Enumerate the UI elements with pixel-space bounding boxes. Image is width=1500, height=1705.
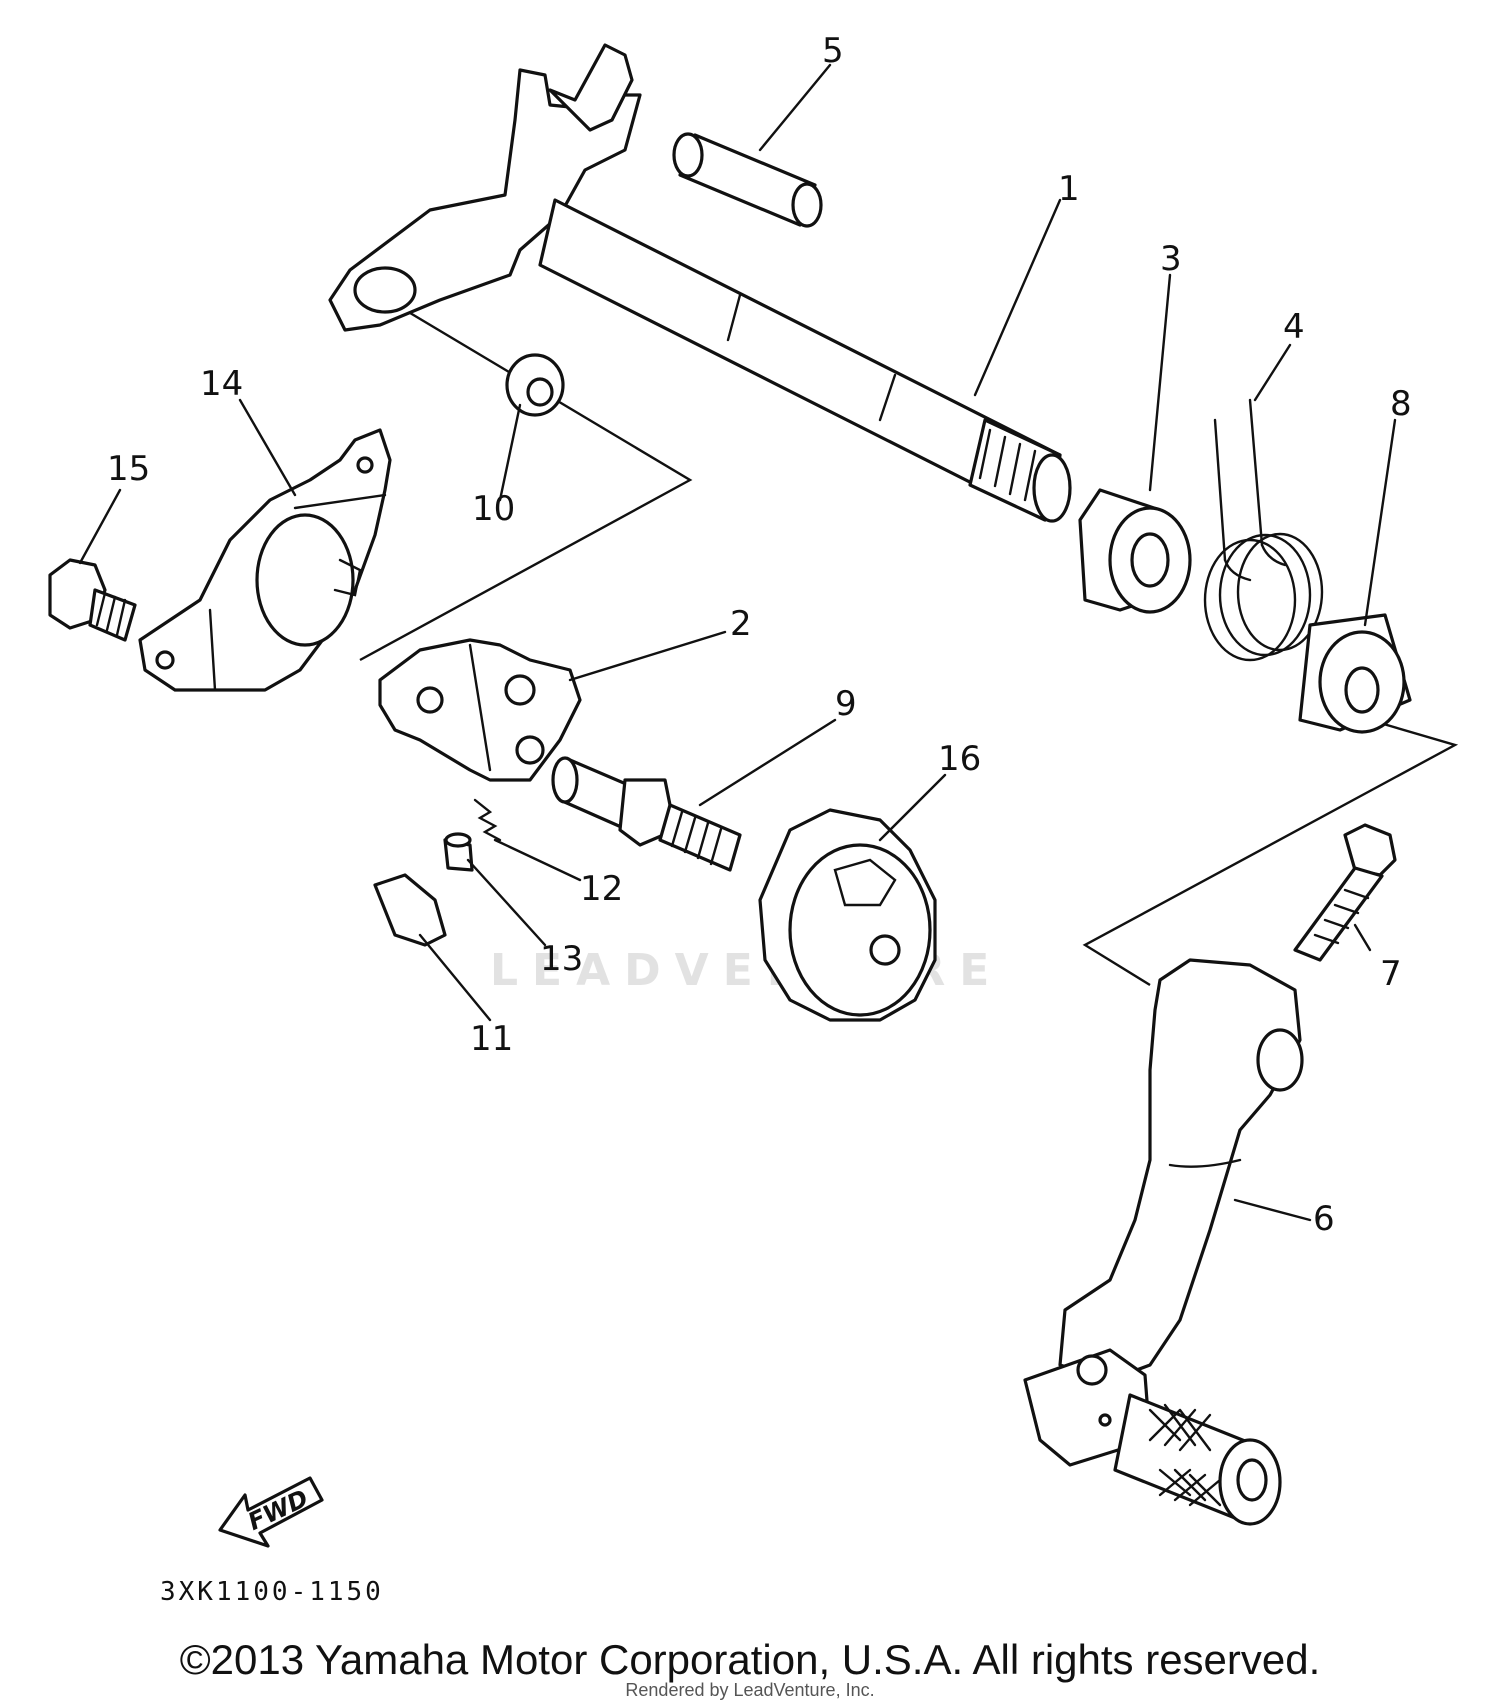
- stopper-part: [373, 873, 447, 947]
- plate-part: [138, 428, 392, 692]
- callout-11: 11: [470, 1019, 513, 1059]
- callout-13: 13: [540, 939, 583, 979]
- callout-9: 9: [835, 684, 857, 724]
- callout-10: 10: [472, 489, 515, 529]
- segment-part: [758, 808, 937, 1022]
- callout-2: 2: [730, 604, 752, 644]
- callout-6: 6: [1313, 1199, 1335, 1239]
- shift-pedal-part: [1023, 958, 1304, 1526]
- callout-4: 4: [1283, 307, 1305, 347]
- copyright-notice: ©2013 Yamaha Motor Corporation, U.S.A. A…: [179, 1636, 1321, 1683]
- shift-shaft-part: [328, 43, 1072, 523]
- washer-part: [505, 353, 565, 417]
- fwd-label: FWD: [244, 1484, 313, 1536]
- rendered-by-notice: Rendered by LeadVenture, Inc.: [625, 1680, 875, 1700]
- callout-7: 7: [1380, 954, 1402, 994]
- collar-part: [1078, 488, 1192, 614]
- shift-cam-part: [378, 638, 582, 782]
- pedal-bolt-part: [1293, 823, 1397, 962]
- small-spring-part: [473, 798, 502, 842]
- pin-part: [672, 132, 823, 228]
- reference-lines: [359, 293, 1459, 987]
- callout-15: 15: [107, 449, 150, 489]
- callout-3: 3: [1160, 239, 1182, 279]
- collar-2-part: [1298, 613, 1412, 734]
- drawing-code: 3XK1100-1150: [160, 1577, 384, 1607]
- fwd-arrow-icon: [218, 1476, 324, 1548]
- callout-1: 1: [1058, 169, 1080, 209]
- callout-14: 14: [200, 364, 243, 404]
- small-pin-part: [443, 832, 474, 872]
- spring-part: [1203, 398, 1324, 662]
- bolt-part: [48, 558, 137, 642]
- callout-16: 16: [938, 739, 981, 779]
- callout-8: 8: [1390, 384, 1412, 424]
- callout-5: 5: [822, 31, 844, 71]
- callout-leaders: [78, 63, 1397, 1222]
- step-bolt-part: [551, 756, 742, 872]
- callout-12: 12: [580, 869, 623, 909]
